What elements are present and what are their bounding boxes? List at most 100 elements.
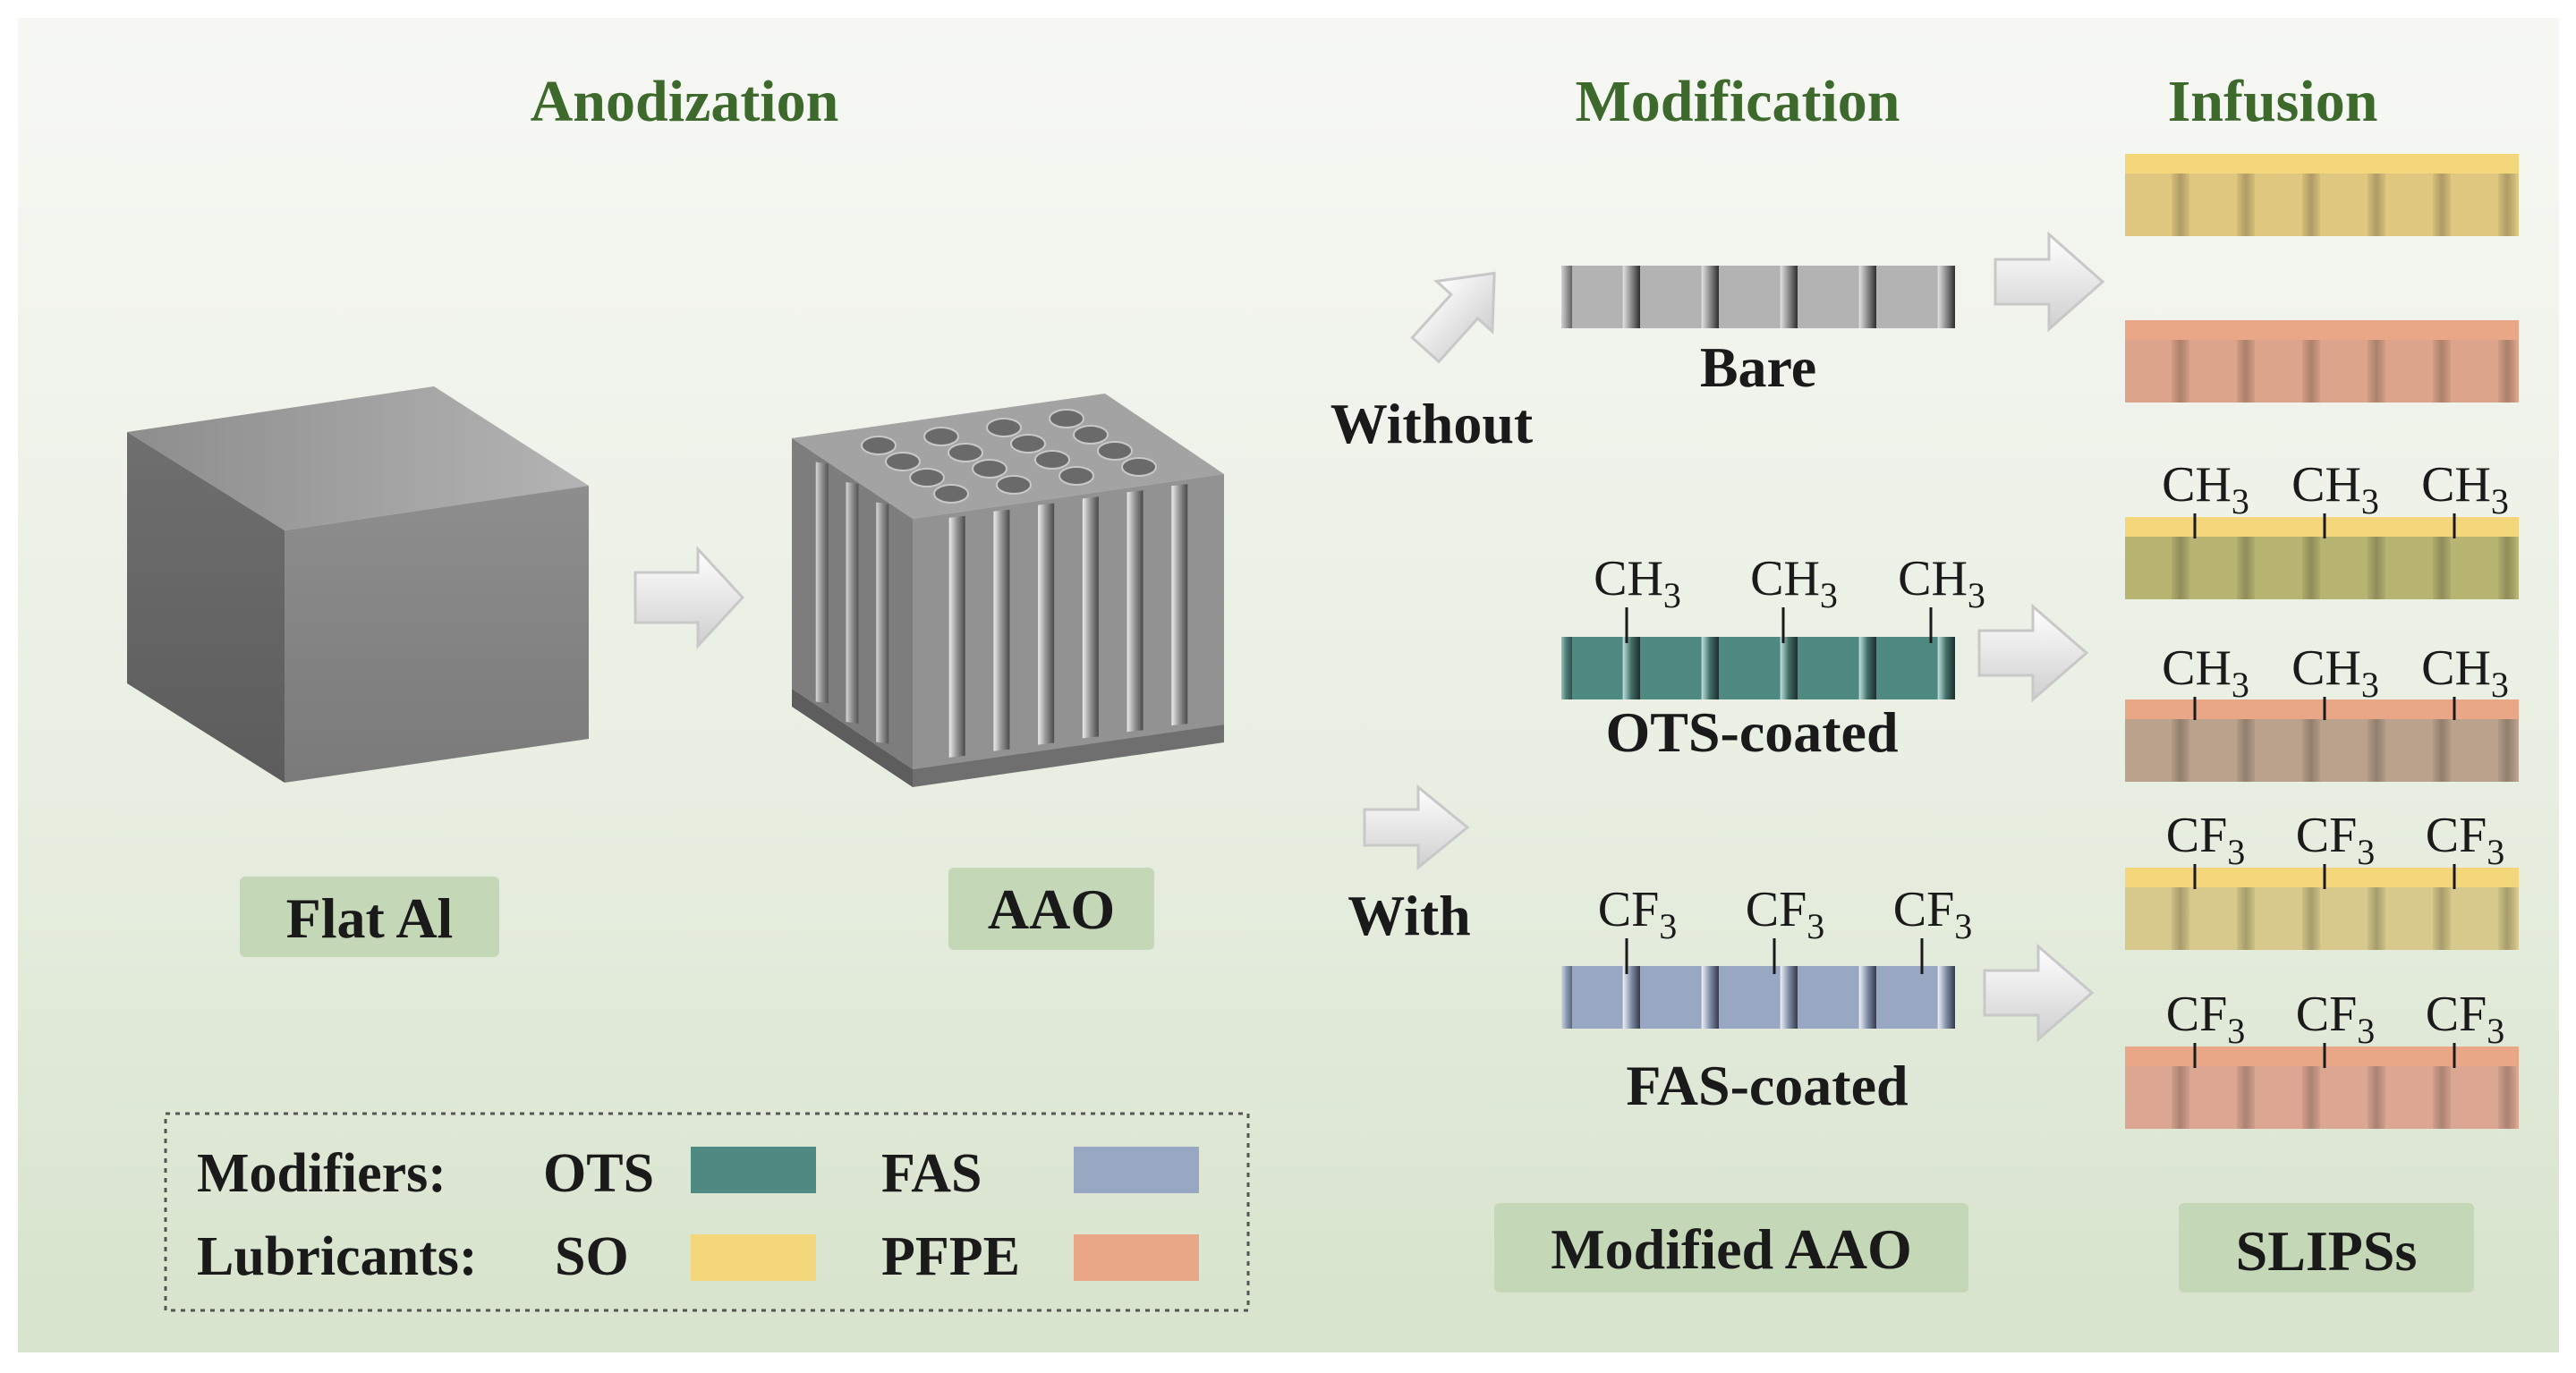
legend-lubricants-label: Lubricants: xyxy=(197,1226,477,1287)
strip-edge xyxy=(1561,637,1572,699)
arrow-infusion-fas xyxy=(1983,943,2095,1043)
strip-stripe xyxy=(1937,966,1955,1029)
strip-body xyxy=(1561,637,1955,699)
arrow-infusion-ots xyxy=(1977,603,2089,703)
ots-coated-label: OTS-coated xyxy=(1605,700,1898,764)
legend-fas-swatch xyxy=(1074,1147,1199,1193)
legend-pfpe-swatch xyxy=(1074,1234,1199,1281)
chem-group-label: CF3 xyxy=(1893,882,1973,946)
flat-al-label: Flat Al xyxy=(286,886,454,950)
strip-edge xyxy=(1561,266,1572,328)
aao-pore xyxy=(996,475,1032,495)
legend-so-swatch xyxy=(691,1234,816,1281)
aao-pore xyxy=(1058,466,1094,486)
aao-pore xyxy=(1121,457,1157,477)
slips-stripe xyxy=(2368,340,2385,403)
chem-group-label: CF3 xyxy=(1598,882,1678,946)
aao-pore xyxy=(861,436,897,455)
strip-stripe xyxy=(1780,266,1798,328)
lubricant-layer xyxy=(2125,1047,2519,1066)
slips-stripe xyxy=(2433,1066,2451,1129)
slips-stripe xyxy=(2302,1066,2320,1129)
bare-label: Bare xyxy=(1700,335,1816,399)
chem-group-label: CH3 xyxy=(2291,457,2379,521)
strip-stripe xyxy=(1622,637,1640,699)
slips-stripe xyxy=(2498,340,2516,403)
aao-groove xyxy=(1038,503,1055,745)
slips-bar xyxy=(2125,320,2519,403)
header-modification: Modification xyxy=(1576,69,1900,134)
strip-stripe xyxy=(1937,637,1955,699)
modified-aao-label-box xyxy=(1494,1203,1968,1292)
slips-bar xyxy=(2125,1047,2519,1129)
slips-stripe xyxy=(2302,719,2320,782)
slips-stripe xyxy=(2237,719,2255,782)
chem-group-label: CF3 xyxy=(2166,987,2246,1051)
slips-substrate xyxy=(2125,719,2519,782)
bare-strip xyxy=(1561,266,1955,328)
slips-stripe xyxy=(2498,887,2516,950)
aao-pore xyxy=(1049,409,1084,428)
slips-stripe xyxy=(2433,887,2451,950)
slips-stripe xyxy=(2433,174,2451,236)
slips-stripe xyxy=(2302,174,2320,236)
slips-stripe xyxy=(2237,1066,2255,1129)
aao-pore xyxy=(923,427,959,446)
strip-stripe xyxy=(1858,266,1876,328)
legend: Modifiers: OTS FAS Lubricants: SO PFPE xyxy=(164,1112,1250,1312)
slips-stripe xyxy=(2172,340,2189,403)
fas-coated-label: FAS-coated xyxy=(1626,1054,1908,1117)
slips-stripe xyxy=(2172,1066,2189,1129)
aao-pore xyxy=(885,452,921,471)
aao-pore xyxy=(933,484,969,504)
slips-stripe xyxy=(2237,537,2255,599)
aao-groove xyxy=(1171,484,1188,726)
slips-bar xyxy=(2125,868,2519,950)
chem-group-label: CH3 xyxy=(2162,640,2249,705)
chem-group-label: CH3 xyxy=(2421,640,2509,705)
aao-block xyxy=(792,394,1224,787)
lubricant-layer xyxy=(2125,320,2519,340)
slips-stripe xyxy=(2172,537,2189,599)
slips-stripe xyxy=(2172,887,2189,950)
slips-stripe xyxy=(2368,174,2385,236)
aao-groove xyxy=(876,502,889,744)
strip-stripe xyxy=(1701,266,1719,328)
lubricant-layer xyxy=(2125,699,2519,719)
legend-ots-swatch xyxy=(691,1147,816,1193)
slips-stripe xyxy=(2498,1066,2516,1129)
chem-group-label: CF3 xyxy=(2426,987,2505,1051)
arrow-infusion-bare xyxy=(1994,231,2105,333)
chem-group-label: CH3 xyxy=(2162,457,2249,521)
chem-group-label: CF3 xyxy=(2166,808,2246,872)
slips-label: SLIPSs xyxy=(2236,1219,2418,1283)
chem-group-label: CF3 xyxy=(1746,882,1825,946)
aao-side-grooves xyxy=(815,462,889,744)
slips-stripe xyxy=(2368,887,2385,950)
aao-label-box xyxy=(948,868,1154,950)
slips-substrate xyxy=(2125,340,2519,403)
slips-stripe xyxy=(2433,537,2451,599)
strip-stripe xyxy=(1622,266,1640,328)
slips-bar xyxy=(2125,699,2519,782)
aao-pore xyxy=(972,459,1007,479)
aao-pore xyxy=(1010,434,1046,453)
aao-groove xyxy=(815,462,829,704)
modified-aao-label: Modified AAO xyxy=(1551,1217,1912,1281)
slips-stripe xyxy=(2172,174,2189,236)
slips-stripe xyxy=(2498,174,2516,236)
slips-stripe xyxy=(2368,719,2385,782)
lubricant-layer xyxy=(2125,517,2519,537)
slips-stripe xyxy=(2237,340,2255,403)
legend-border xyxy=(164,1112,1250,1312)
aao-groove xyxy=(993,509,1010,751)
slips-stripe xyxy=(2433,719,2451,782)
slips-bar xyxy=(2125,517,2519,599)
header-infusion: Infusion xyxy=(2168,69,2378,134)
with-label: With xyxy=(1348,884,1471,947)
arrow-anodization xyxy=(633,546,745,649)
without-label: Without xyxy=(1331,392,1534,455)
flat-al-label-box xyxy=(240,877,499,957)
